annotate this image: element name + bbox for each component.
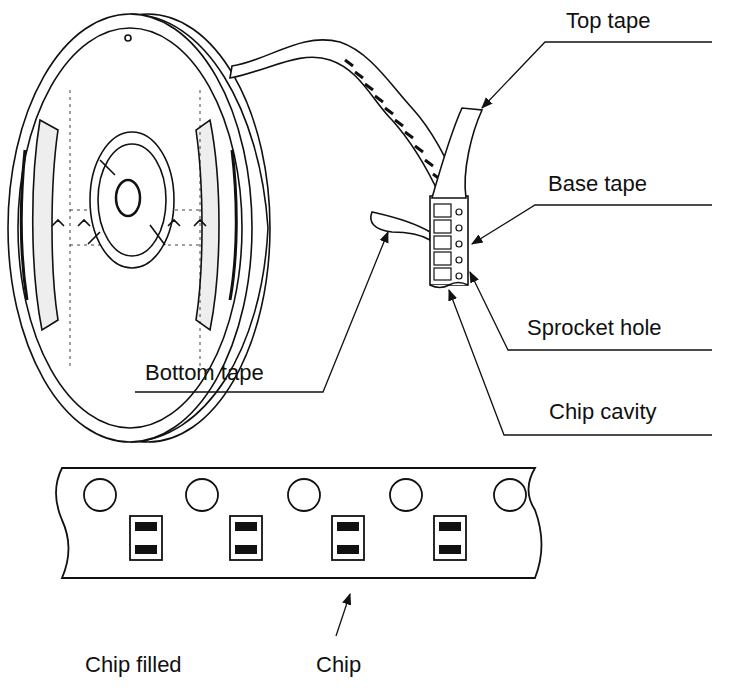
part-label: Bottom tape xyxy=(145,362,264,384)
tape-cavities xyxy=(434,204,462,280)
chips xyxy=(130,516,466,560)
part-label: Chip filled xyxy=(85,654,182,676)
part-label: Sprocket hole xyxy=(527,317,662,339)
carrier-tape xyxy=(230,40,482,288)
part-label: Top tape xyxy=(566,10,650,32)
tape-strip xyxy=(56,468,542,578)
part-label: Chip cavity xyxy=(549,401,657,423)
part-label: Chip xyxy=(316,654,361,676)
part-label: Base tape xyxy=(548,173,647,195)
